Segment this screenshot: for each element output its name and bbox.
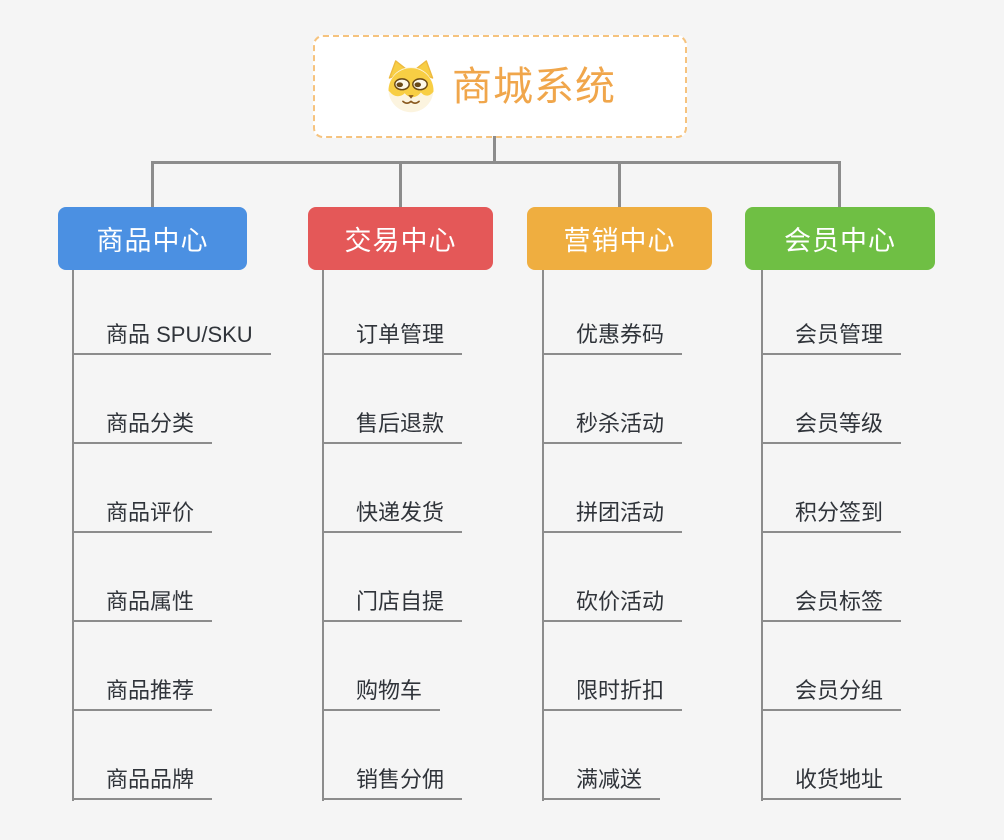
child-node[interactable]: 售后退款 (322, 355, 463, 444)
connector-drop-marketing (618, 161, 621, 207)
child-node-label: 快递发货 (322, 500, 463, 533)
root-title: 商城系统 (452, 64, 616, 109)
child-node[interactable]: 会员标签 (761, 533, 902, 622)
column-line-product (72, 270, 74, 801)
child-node[interactable]: 购物车 (322, 622, 462, 711)
connector-bus (151, 161, 840, 164)
column-items-product: 商品 SPU/SKU 商品分类 商品评价 商品属性 商品推荐 商品品牌 (72, 266, 271, 800)
child-node-label: 会员分组 (761, 678, 902, 711)
child-node[interactable]: 商品分类 (72, 355, 271, 444)
child-node[interactable]: 销售分佣 (322, 711, 463, 800)
dog-icon (384, 59, 438, 114)
child-node-label: 积分签到 (761, 500, 902, 533)
child-node-label: 商品属性 (72, 589, 213, 622)
child-node-label: 商品推荐 (72, 678, 213, 711)
connector-drop-product (151, 161, 154, 207)
child-node-label: 满减送 (542, 767, 661, 800)
child-node-label: 门店自提 (322, 589, 463, 622)
child-node[interactable]: 会员管理 (761, 266, 902, 355)
child-node-label: 购物车 (322, 678, 441, 711)
child-node[interactable]: 拼团活动 (542, 444, 683, 533)
child-node[interactable]: 优惠券码 (542, 266, 683, 355)
child-node[interactable]: 满减送 (542, 711, 682, 800)
column-line-member (761, 270, 763, 801)
child-node-label: 商品评价 (72, 500, 213, 533)
child-node-label: 商品分类 (72, 411, 213, 444)
child-node-label: 优惠券码 (542, 322, 683, 355)
child-node-label: 订单管理 (322, 322, 463, 355)
column-line-marketing (542, 270, 544, 801)
branch-box-marketing-center[interactable]: 营销中心 (527, 207, 712, 270)
child-node[interactable]: 收货地址 (761, 711, 902, 800)
branch-box-product-center[interactable]: 商品中心 (58, 207, 247, 270)
column-items-member: 会员管理 会员等级 积分签到 会员标签 会员分组 收货地址 (761, 266, 902, 800)
child-node[interactable]: 砍价活动 (542, 533, 683, 622)
child-node-label: 砍价活动 (542, 589, 683, 622)
child-node-label: 销售分佣 (322, 767, 463, 800)
child-node[interactable]: 商品推荐 (72, 622, 271, 711)
child-node[interactable]: 门店自提 (322, 533, 463, 622)
child-node-label: 会员标签 (761, 589, 902, 622)
column-items-marketing: 优惠券码 秒杀活动 拼团活动 砍价活动 限时折扣 满减送 (542, 266, 683, 800)
child-node-label: 售后退款 (322, 411, 463, 444)
child-node-label: 限时折扣 (542, 678, 683, 711)
child-node[interactable]: 会员分组 (761, 622, 902, 711)
column-items-trade: 订单管理 售后退款 快递发货 门店自提 购物车 销售分佣 (322, 266, 463, 800)
child-node[interactable]: 商品 SPU/SKU (72, 266, 271, 355)
column-line-trade (322, 270, 324, 801)
child-node-label: 会员管理 (761, 322, 902, 355)
child-node[interactable]: 快递发货 (322, 444, 463, 533)
child-node[interactable]: 秒杀活动 (542, 355, 683, 444)
connector-drop-member (838, 161, 841, 207)
branch-box-trade-center[interactable]: 交易中心 (308, 207, 493, 270)
child-node[interactable]: 积分签到 (761, 444, 902, 533)
child-node-label: 秒杀活动 (542, 411, 683, 444)
child-node[interactable]: 订单管理 (322, 266, 463, 355)
connector-drop-trade (399, 161, 402, 207)
child-node-label: 拼团活动 (542, 500, 683, 533)
child-node[interactable]: 限时折扣 (542, 622, 683, 711)
child-node-label: 商品品牌 (72, 767, 213, 800)
child-node[interactable]: 会员等级 (761, 355, 902, 444)
child-node[interactable]: 商品品牌 (72, 711, 271, 800)
child-node[interactable]: 商品评价 (72, 444, 271, 533)
branch-box-member-center[interactable]: 会员中心 (745, 207, 935, 270)
child-node-label: 会员等级 (761, 411, 902, 444)
root-node[interactable]: 商城系统 (313, 35, 687, 138)
child-node-label: 商品 SPU/SKU (72, 322, 271, 355)
connector-stem (493, 136, 496, 163)
child-node-label: 收货地址 (761, 767, 902, 800)
child-node[interactable]: 商品属性 (72, 533, 271, 622)
